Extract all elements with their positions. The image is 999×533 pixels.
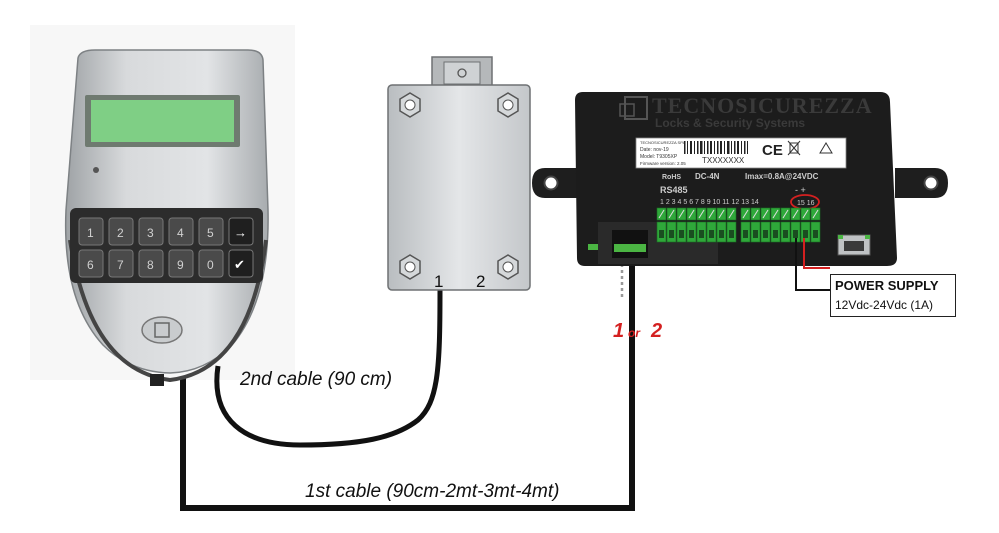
lock-port-2-label: 2 xyxy=(476,272,485,291)
label-date: Date: nov-19 xyxy=(640,147,669,153)
key-row-2: 6 7 8 9 0 ✔ xyxy=(78,249,254,278)
brand-logo-icon xyxy=(141,316,183,344)
keypad-key-label: 1 xyxy=(87,226,94,240)
status-led xyxy=(93,167,99,173)
brand-subtitle: Locks & Security Systems xyxy=(655,116,805,130)
label-company: TECNOSICUREZZA SPA xyxy=(640,140,686,145)
keypad-key-label: 5 xyxy=(207,226,214,240)
mount-ear-right xyxy=(895,168,948,198)
terminal-block xyxy=(656,207,821,243)
barcode-icon xyxy=(684,141,748,154)
keypad-key[interactable] xyxy=(198,249,224,278)
keypad-key-label: 7 xyxy=(117,258,124,272)
power-supply-title: POWER SUPPLY xyxy=(835,278,939,293)
cable-2nd-label: 2nd cable (90 cm) xyxy=(239,369,392,390)
cable-1st-label: 1st cable (90cm-2mt-3mt-4mt) xyxy=(305,481,559,502)
keypad-key-label: 9 xyxy=(177,258,184,272)
rohs-mark: RoHS xyxy=(662,174,681,181)
keypad-key[interactable] xyxy=(108,249,134,278)
brand-name: TECNOSICUREZZA xyxy=(652,93,873,118)
current-rating: Imax=0.8A@24VDC xyxy=(745,172,819,181)
keypad-key[interactable] xyxy=(138,249,164,278)
power-wire-negative xyxy=(795,238,830,291)
port-choice-a: 1 xyxy=(613,320,624,342)
power-wire-positive xyxy=(803,238,818,269)
label-firmware: Firmware version: 2.05 xyxy=(640,161,686,166)
keypad-key-label: 3 xyxy=(147,226,154,240)
keypad-key[interactable] xyxy=(228,249,254,278)
brand-logo-mark xyxy=(154,322,170,338)
lock-port-1-label: 1 xyxy=(434,272,443,291)
keypad-key[interactable] xyxy=(228,217,254,246)
serial-number: TXXXXXXX xyxy=(702,156,745,165)
power-supply-box: POWER SUPPLY 12Vdc-24Vdc (1A) xyxy=(830,274,956,317)
key-row-1: 1 2 3 4 5 → xyxy=(78,217,254,246)
keypad-key[interactable] xyxy=(168,217,194,246)
power-supply-spec: 12Vdc-24Vdc (1A) xyxy=(835,298,934,312)
keypad-key-label: 6 xyxy=(87,258,94,272)
keypad-unit: 1 2 3 4 5 → 6 7 8 9 0 ✔ xyxy=(64,49,269,386)
keypad-key[interactable] xyxy=(78,249,104,278)
ce-mark-icon: CE xyxy=(762,142,783,159)
keypad-key-label: 0 xyxy=(207,258,214,272)
keypad-key-label: → xyxy=(234,225,247,240)
weee-bin-icon xyxy=(787,140,801,156)
port-choice-b: 2 xyxy=(650,320,662,342)
cable-2nd xyxy=(214,289,443,448)
keypad-key[interactable] xyxy=(138,217,164,246)
mount-hole-icon xyxy=(923,175,939,191)
keypad-key-label: 8 xyxy=(147,258,154,272)
lock-unit: 1 2 xyxy=(387,56,531,291)
keypad-key[interactable] xyxy=(108,217,134,246)
polarity-label: - + xyxy=(795,185,806,195)
lock-bolt-plate xyxy=(443,61,481,85)
keypad-connector xyxy=(150,374,164,386)
keypad-key-label: 4 xyxy=(177,226,184,240)
controller-unit: TECNOSICUREZZA Locks & Security Systems … xyxy=(532,92,948,266)
power-terminal-numbers: 15 16 xyxy=(797,200,815,207)
rs485-label: RS485 xyxy=(660,185,688,195)
port-choice-label: 1 or 2 xyxy=(613,320,662,342)
lock-bolt-hole xyxy=(457,68,467,78)
keypad-key-label: 2 xyxy=(117,226,124,240)
keypad-key[interactable] xyxy=(198,217,224,246)
controller-logo-icon xyxy=(624,96,648,120)
keypad-bottom-rim xyxy=(68,239,268,383)
warning-icon xyxy=(819,142,833,154)
mount-hole-icon xyxy=(543,175,559,191)
terminal-numbers: 1 2 3 4 5 6 7 8 9 10 11 12 13 14 xyxy=(660,199,759,206)
status-led-green xyxy=(588,244,598,250)
port-choice-or: or xyxy=(628,326,641,340)
keypad-key[interactable] xyxy=(78,217,104,246)
lock-body xyxy=(387,84,531,291)
cable-1st xyxy=(180,258,635,511)
lcd-screen xyxy=(91,100,234,142)
dc-rating: DC-4N xyxy=(695,172,720,181)
label-model: Model: T9305XP xyxy=(640,154,678,160)
keypad-key[interactable] xyxy=(168,249,194,278)
keypad-key-label: ✔ xyxy=(234,257,245,272)
